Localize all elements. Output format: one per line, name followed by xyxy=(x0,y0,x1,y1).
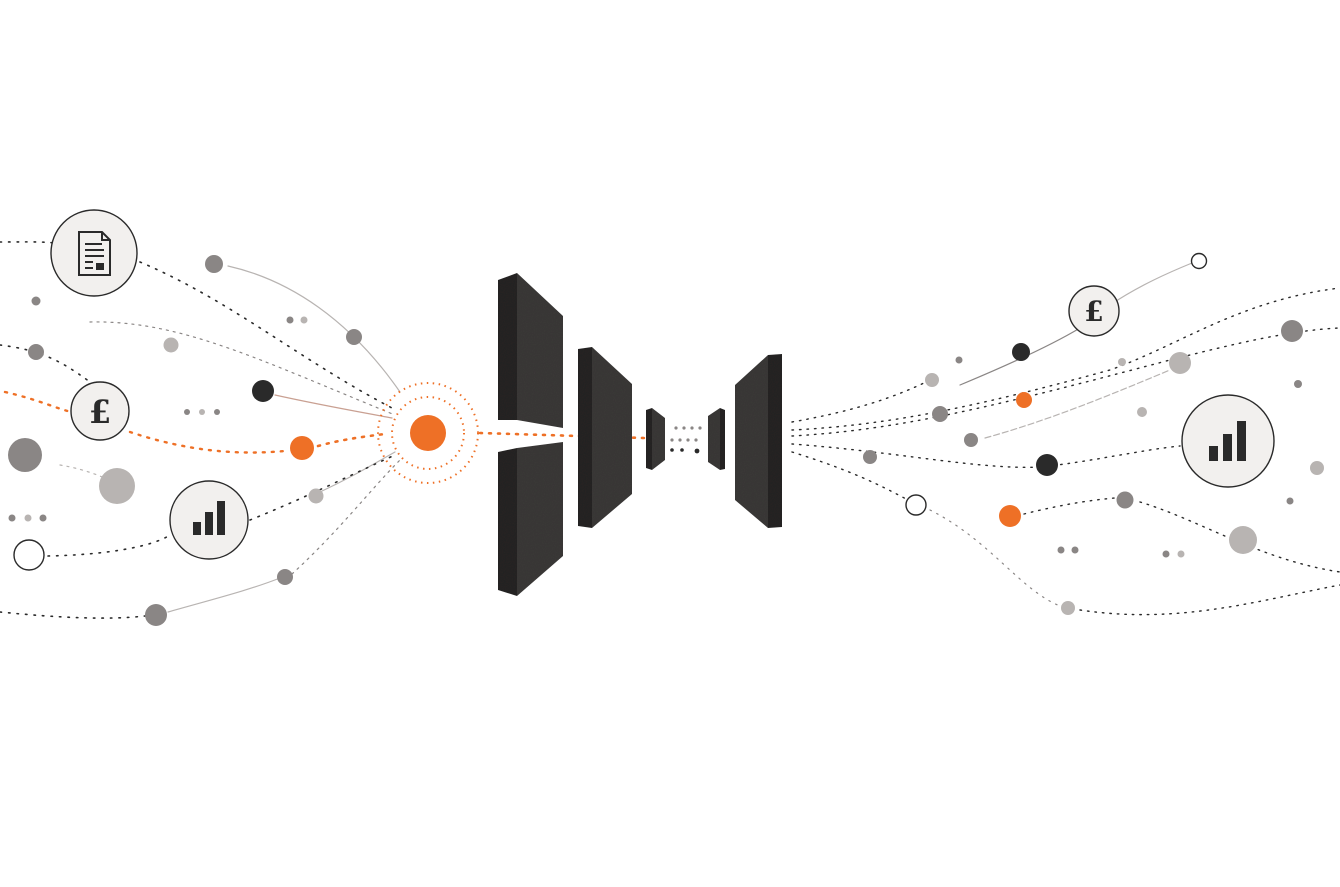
data-node xyxy=(1061,601,1075,615)
data-node xyxy=(1310,461,1324,475)
chart-badge-right xyxy=(1181,394,1275,488)
flow-line xyxy=(249,454,396,521)
hollow-node xyxy=(1190,252,1208,270)
data-node xyxy=(1229,526,1257,554)
flow-line xyxy=(1109,262,1193,306)
data-node xyxy=(1016,392,1032,408)
data-node xyxy=(346,329,362,345)
data-node xyxy=(205,255,223,273)
data-node xyxy=(1116,491,1134,509)
hollow-node xyxy=(905,494,927,516)
flow-line xyxy=(167,577,281,613)
data-node xyxy=(1057,546,1065,554)
slab-gap-dots xyxy=(670,426,702,454)
data-node xyxy=(28,344,44,360)
data-node xyxy=(199,409,205,415)
data-node xyxy=(31,296,41,306)
data-node xyxy=(1294,380,1302,388)
data-node xyxy=(863,450,877,464)
flow-line xyxy=(227,265,401,393)
data-node xyxy=(955,356,963,364)
data-node xyxy=(300,316,308,324)
slab-large-top xyxy=(498,273,563,428)
pound-sterling-icon: £ xyxy=(1084,295,1103,328)
flow-line xyxy=(959,327,1081,386)
chart-badge-left xyxy=(169,480,249,560)
flow-line xyxy=(319,451,396,493)
data-node xyxy=(1118,358,1126,366)
left-nodes xyxy=(8,255,362,626)
data-node xyxy=(1071,546,1079,554)
slab-small-right xyxy=(708,408,725,470)
flow-line xyxy=(0,611,146,619)
document-badge xyxy=(50,209,138,297)
data-node xyxy=(999,505,1021,527)
bar-chart-icon xyxy=(1209,421,1246,461)
data-node xyxy=(214,409,220,415)
data-node xyxy=(1177,550,1185,558)
data-node xyxy=(1169,352,1191,374)
data-node xyxy=(1281,320,1303,342)
flow-line xyxy=(1023,497,1116,515)
focus-core xyxy=(410,415,446,451)
flow-line xyxy=(929,509,1061,607)
data-node xyxy=(286,316,294,324)
data-node xyxy=(290,436,314,460)
data-node xyxy=(145,604,167,626)
data-node xyxy=(1162,550,1170,558)
flow-line xyxy=(0,344,91,383)
flow-line xyxy=(3,390,74,414)
slab-small-left xyxy=(646,408,665,470)
right-flow-lines xyxy=(791,262,1340,616)
hollow-node xyxy=(13,539,45,571)
data-node xyxy=(39,514,47,522)
data-node xyxy=(1012,343,1030,361)
flow-line xyxy=(984,369,1171,439)
data-node xyxy=(1036,454,1058,476)
data-node xyxy=(99,468,135,504)
flow-line xyxy=(47,534,171,557)
flow-line xyxy=(791,379,931,423)
data-node xyxy=(8,438,42,472)
flow-line xyxy=(791,443,1181,469)
flow-line xyxy=(791,451,909,501)
flow-line xyxy=(128,430,287,454)
flow-line xyxy=(1139,501,1340,573)
data-node xyxy=(925,373,939,387)
pound-sterling-icon: £ xyxy=(89,393,111,431)
flow-line xyxy=(316,432,387,448)
data-node xyxy=(308,488,324,504)
flow-line xyxy=(89,321,396,416)
data-node xyxy=(932,406,948,422)
flow-line xyxy=(791,287,1340,431)
flow-line xyxy=(59,464,121,487)
pound-badge-left: £ xyxy=(70,381,130,441)
data-node xyxy=(8,514,16,522)
data-node xyxy=(1286,497,1294,505)
data-node xyxy=(252,380,274,402)
pound-badge-right: £ xyxy=(1068,285,1120,337)
document-icon xyxy=(78,231,111,276)
data-node xyxy=(964,433,978,447)
data-node xyxy=(1137,407,1147,417)
left-flow-lines xyxy=(0,241,401,619)
data-node xyxy=(163,337,179,353)
slab-medium-right xyxy=(735,354,782,528)
slab-large-bottom xyxy=(498,442,563,596)
bar-chart-icon xyxy=(193,501,225,535)
flow-line xyxy=(291,459,401,575)
data-node xyxy=(277,569,293,585)
right-nodes xyxy=(863,252,1324,615)
data-node xyxy=(24,514,32,522)
flow-line xyxy=(1079,584,1340,616)
data-node xyxy=(184,409,190,415)
funnel-slabs xyxy=(498,273,782,596)
slab-medium-left xyxy=(578,347,632,528)
